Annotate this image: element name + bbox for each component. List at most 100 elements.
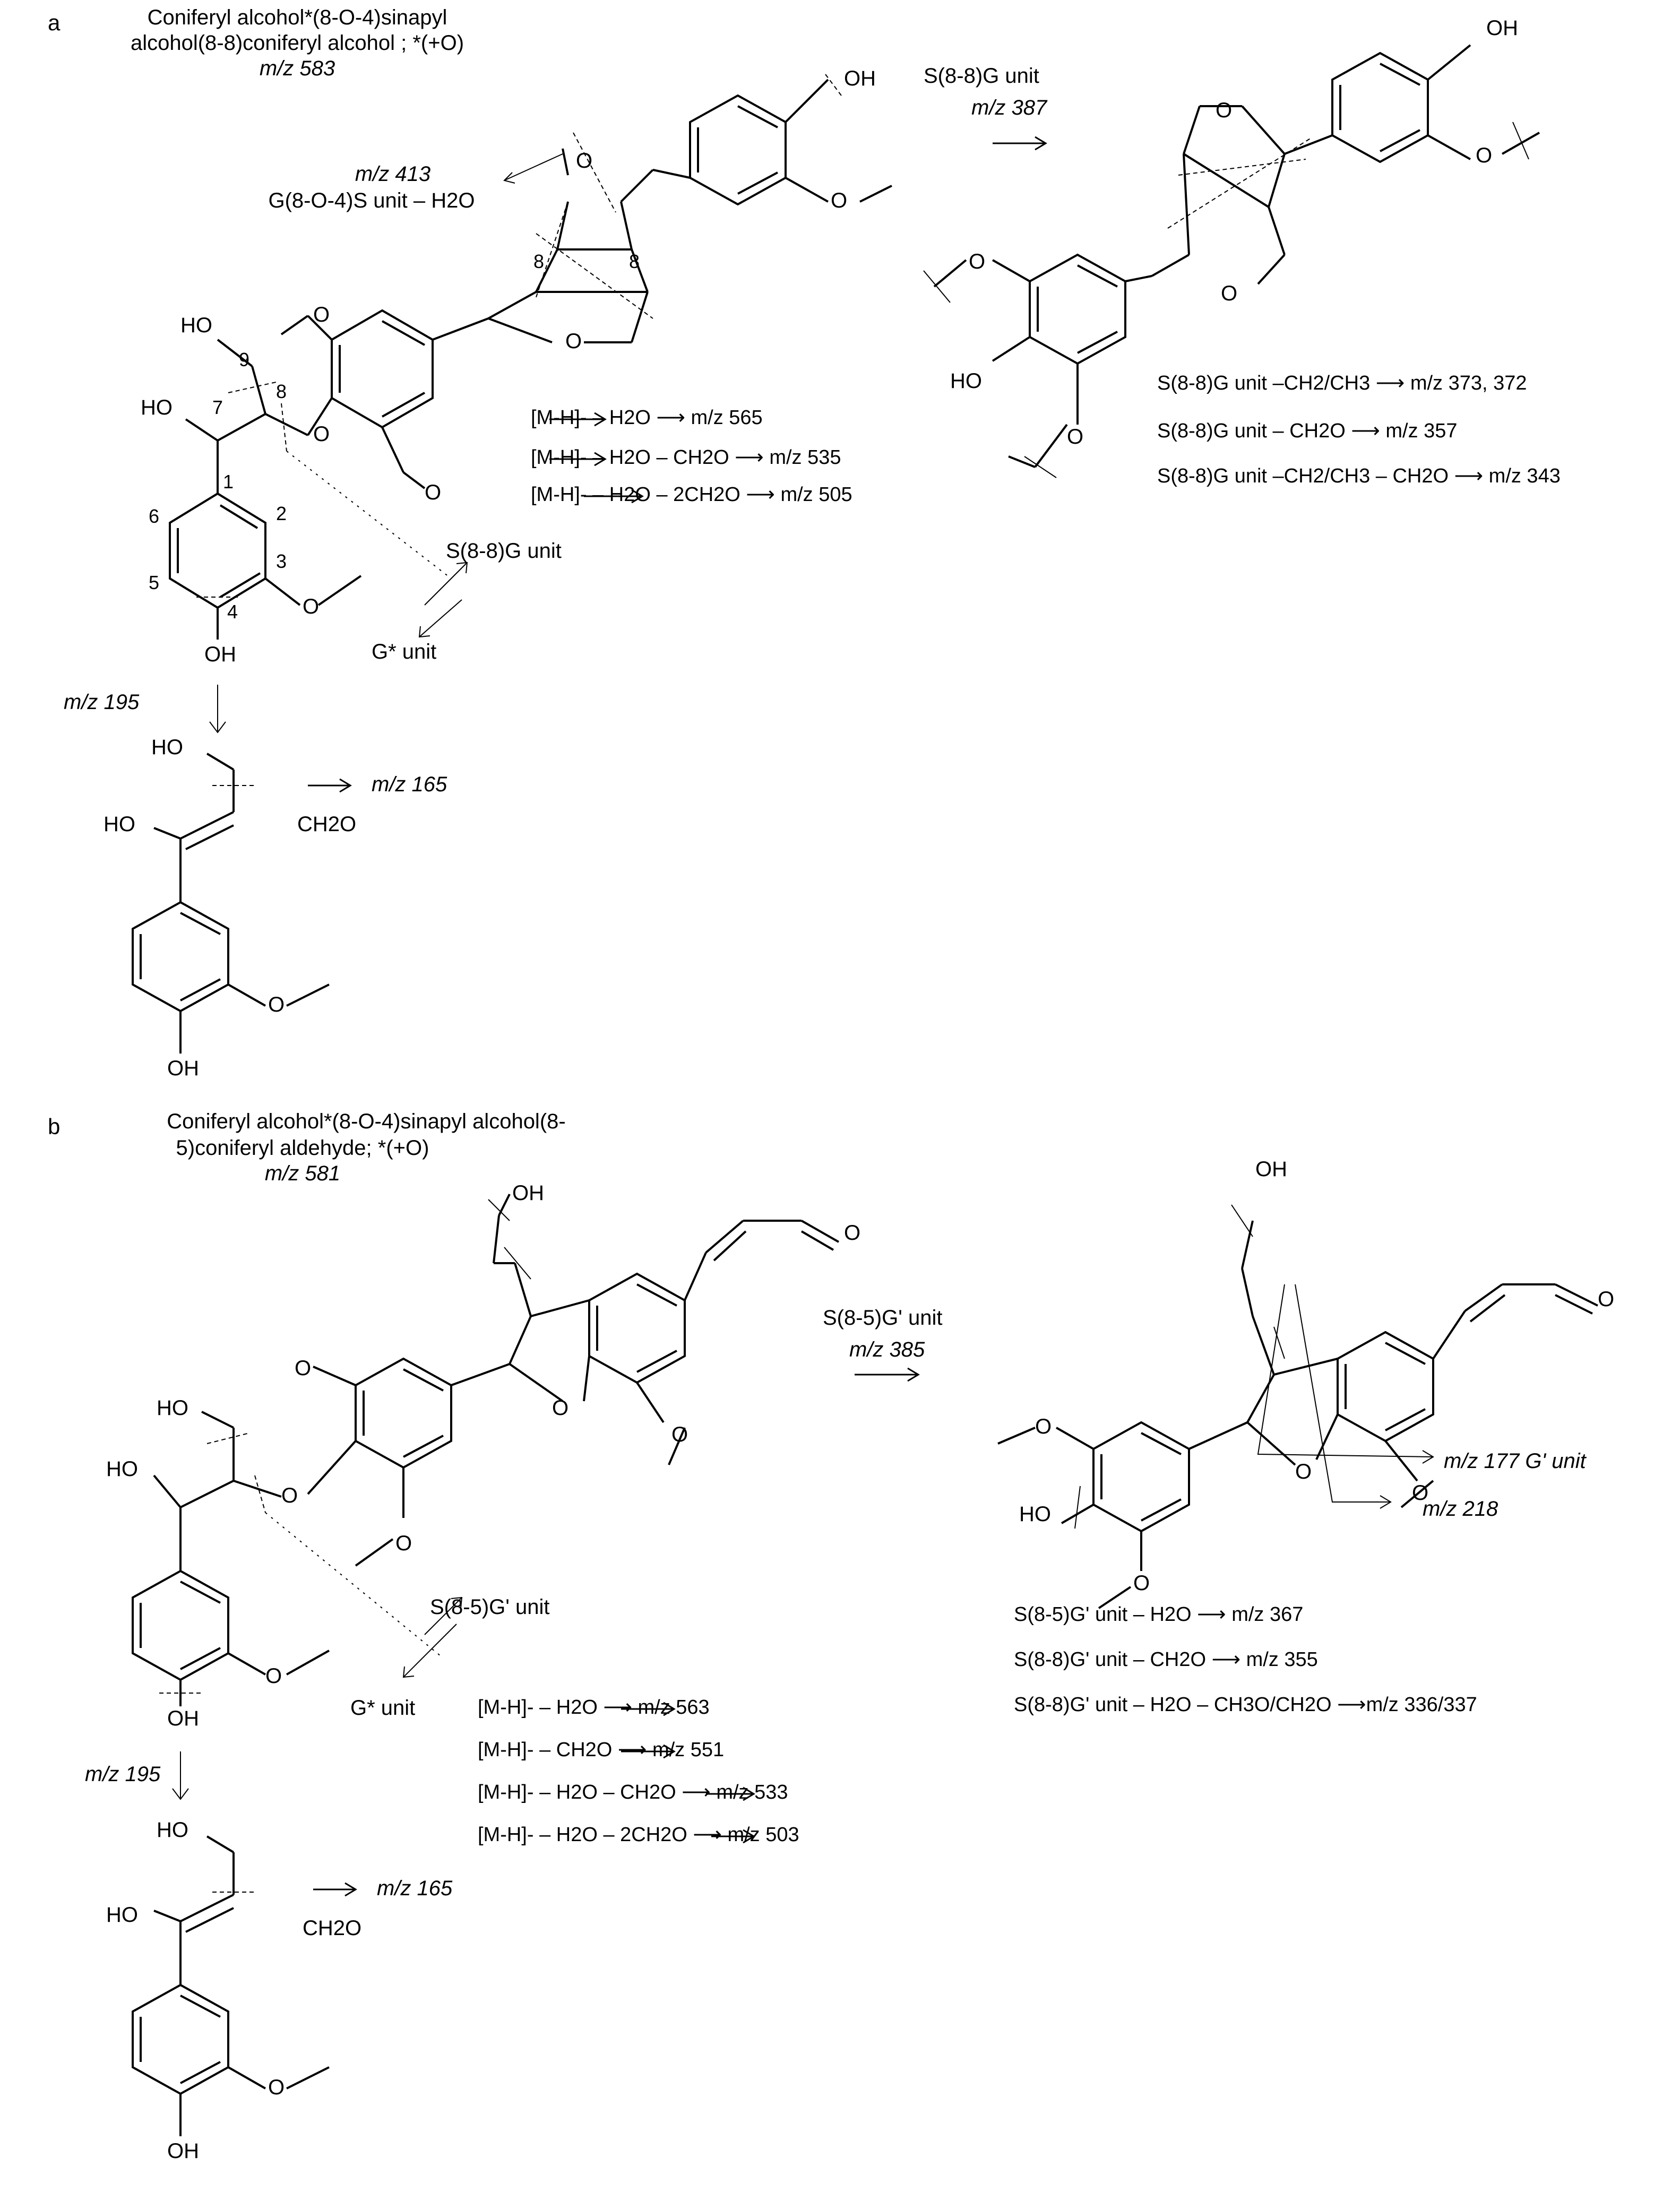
b-atom-ho-4: HO [106, 1903, 138, 1927]
b-atom-oh-top: OH [512, 1181, 544, 1205]
b-atom-ho-3: HO [157, 1818, 188, 1842]
a-atom-o-8: O [1476, 144, 1493, 167]
a-atom-oh-right: OH [1486, 16, 1518, 40]
a-atom-oh-frag: OH [167, 1057, 199, 1080]
b-atom-o-c5: O [268, 2076, 285, 2099]
a-atom-o-13: O [268, 993, 285, 1016]
b-atom-oh-bottom: OH [167, 1707, 199, 1730]
b-atom-ho-1: HO [157, 1396, 188, 1420]
b-mz-195: m/z 195 [85, 1763, 161, 1786]
b-atom-oh-frag: OH [167, 2139, 199, 2163]
panel-a-title-line2: alcohol(8-8)coniferyl alcohol ; *(+O) [130, 31, 464, 55]
a-unit-g-star: G* unit [372, 640, 437, 663]
a-atom-o-5: O [313, 422, 330, 446]
b-ring-frag195 [132, 1983, 229, 2095]
b-atom-ho-2: HO [106, 1457, 138, 1481]
panel-b-title-line1: Coniferyl alcohol*(8-O-4)sinapyl alcohol… [167, 1110, 566, 1133]
b-right-mz: m/z 385 [849, 1338, 925, 1361]
b-loss-2: [M-H]- – CH2O ⟶ m/z 551 [478, 1739, 725, 1761]
a-atom-o-4: O [313, 303, 330, 326]
b-atom-o-ald: O [844, 1221, 861, 1245]
b-unit-s85g: S(8-5)G' unit [430, 1595, 550, 1619]
a-atom-ho-4: HO [151, 736, 183, 759]
a-loss-3: [M-H]- – H2O – 2CH2O ⟶ m/z 505 [531, 484, 852, 506]
b-ring-center-right [588, 1272, 686, 1384]
panel-b-structures [132, 1194, 1598, 2136]
a-ch2o: CH2O [297, 813, 357, 836]
panel-a-structures [132, 44, 1540, 1054]
a-atom-ho-5: HO [104, 813, 135, 836]
b-atom-o-r1: O [1035, 1415, 1052, 1438]
b-atom-oh-right: OH [1255, 1158, 1287, 1181]
b-loss-3: [M-H]- – H2O – CH2O ⟶ m/z 533 [478, 1781, 788, 1803]
b-ch2o: CH2O [303, 1917, 362, 1940]
frag-413-mz: m/z 413 [355, 162, 431, 186]
b-atom-o-r2: O [1133, 1572, 1150, 1595]
a-loss-2: [M-H]- – H2O – CH2O ⟶ m/z 535 [531, 446, 841, 469]
a-num-1: 1 [223, 471, 234, 493]
b-loss-1: [M-H]- – H2O ⟶ m/z 563 [478, 1696, 710, 1719]
b-ring-left [132, 1569, 229, 1681]
panel-b-label: b [48, 1114, 61, 1139]
a-atom-o-10: O [1221, 282, 1238, 305]
a-num-8b: 8 [533, 251, 545, 272]
a-loss-1: [M-H]- – H2O ⟶ m/z 565 [531, 407, 763, 429]
a-atom-oh-top: OH [844, 67, 876, 90]
a-right-mz: m/z 387 [971, 96, 1047, 119]
a-ring-right-top [1331, 51, 1429, 163]
b-ring-right-right [1337, 1331, 1434, 1443]
b-atom-o-c1: O [295, 1357, 312, 1380]
a-num-4: 4 [227, 601, 238, 623]
b-loss-4: [M-H]- – H2O – 2CH2O ⟶ m/z 503 [478, 1824, 799, 1846]
b-unit-g-star: G* unit [350, 1696, 416, 1720]
a-num-6: 6 [149, 505, 160, 527]
a-atom-o-2: O [576, 149, 593, 172]
a-num-5: 5 [149, 572, 160, 593]
a-right-loss-3: S(8-8)G unit –CH2/CH3 – CH2O ⟶ m/z 343 [1157, 465, 1561, 487]
a-atom-o-7: O [303, 595, 320, 618]
b-right-loss-2: S(8-8)G' unit – CH2O ⟶ m/z 355 [1014, 1648, 1318, 1671]
a-num-3: 3 [276, 550, 287, 572]
panel-b-title-line2: 5)coniferyl aldehyde; *(+O) [176, 1136, 429, 1160]
b-atom-o-ald-right: O [1598, 1288, 1615, 1311]
a-atom-ho-2: HO [141, 396, 173, 419]
b-atom-ho-r: HO [1019, 1503, 1051, 1526]
a-atom-o-12: O [1067, 425, 1084, 448]
a-right-loss-2: S(8-8)G unit – CH2O ⟶ m/z 357 [1157, 420, 1458, 442]
a-atom-ho-3: HO [950, 369, 982, 393]
a-atom-ho-1: HO [180, 314, 212, 337]
b-right-unit: S(8-5)G' unit [823, 1306, 943, 1330]
a-right-loss-1: S(8-8)G unit –CH2/CH3 ⟶ m/z 373, 372 [1157, 372, 1527, 394]
b-right-loss-1: S(8-5)G' unit – H2O ⟶ m/z 367 [1014, 1603, 1304, 1626]
a-unit-s88g: S(8-8)G unit [446, 539, 562, 563]
a-atom-o-9: O [1216, 99, 1233, 122]
a-num-9: 9 [239, 349, 250, 370]
frag-413-name: G(8-O-4)S unit – H2O [268, 189, 475, 212]
panel-a-title-mz: m/z 583 [259, 57, 335, 80]
a-atom-o-11: O [969, 250, 986, 273]
b-atom-o-c2: O [281, 1484, 298, 1507]
panel-a-title-line1: Coniferyl alcohol*(8-O-4)sinapyl [147, 6, 447, 29]
b-atom-o-c3: O [395, 1532, 412, 1555]
a-num-8c: 8 [629, 251, 640, 272]
b-right-loss-3: S(8-8)G' unit – H2O – CH3O/CH2O ⟶m/z 336… [1014, 1694, 1477, 1716]
a-mz-165: m/z 165 [372, 773, 447, 796]
a-mz-195: m/z 195 [64, 690, 140, 714]
b-atom-o-ring-right: O [1295, 1460, 1312, 1483]
a-atom-o-1: O [831, 189, 848, 212]
b-atom-o-ring: O [552, 1396, 569, 1420]
a-ring-frag195 [132, 901, 229, 1013]
a-atom-o-3: O [565, 330, 582, 353]
a-atom-oh-bottom: OH [204, 643, 236, 666]
b-mz-165: m/z 165 [377, 1877, 453, 1900]
a-ring-right-bottom [1029, 253, 1126, 365]
b-atom-o-ome-right: O [1412, 1481, 1429, 1505]
a-ring-left [169, 492, 266, 609]
a-num-7: 7 [212, 396, 223, 418]
a-right-unit: S(8-8)G unit [924, 64, 1039, 88]
a-num-2: 2 [276, 503, 287, 524]
b-ring-center [355, 1357, 452, 1469]
b-ring-right-left [1092, 1421, 1190, 1533]
